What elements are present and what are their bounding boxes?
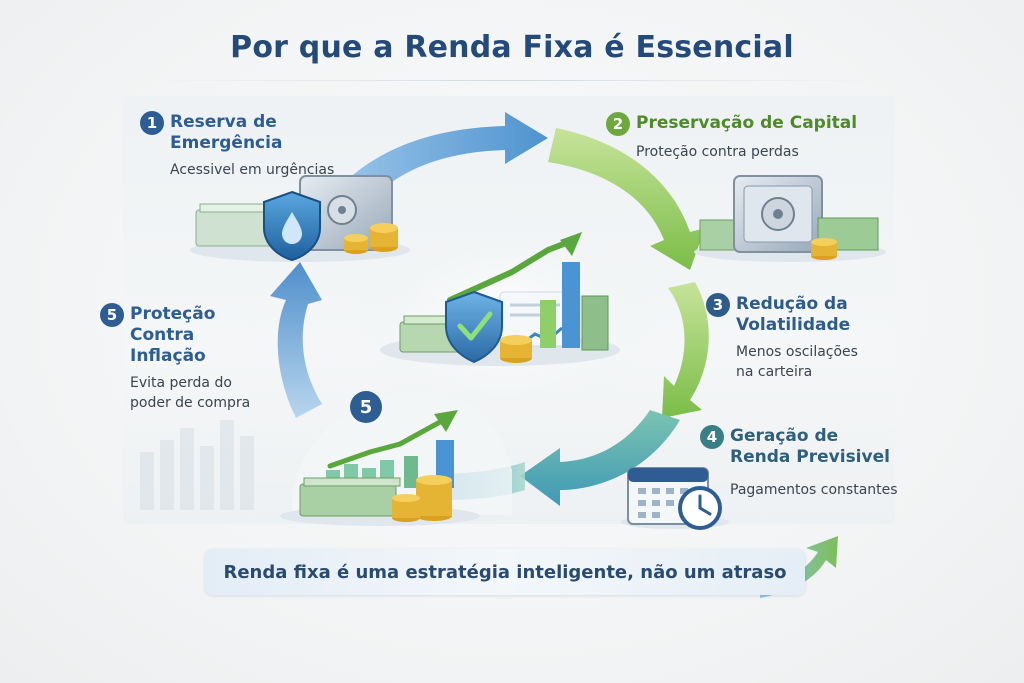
item-title: Redução da Volatilidade (736, 294, 851, 335)
item-description: Pagamentos constantes (730, 482, 898, 498)
cycle-arrow-2-to-3 (548, 128, 705, 270)
item-description: Evita perda do poder de compra (130, 375, 251, 411)
vault-shield-cash-icon (190, 175, 410, 262)
safe-cash-icon (694, 175, 886, 262)
number-badge: 4 (700, 425, 724, 449)
item-geracao-renda: 4 Geração de Renda Previsivel Pagamentos… (700, 425, 910, 500)
cash-coins-growth-icon (280, 392, 512, 526)
calendar-clock-icon (621, 467, 729, 530)
item-title: Geração de Renda Previsivel (730, 426, 890, 467)
item-reducao-volatilidade: 3 Redução da Volatilidade Menos oscilaçõ… (706, 293, 876, 382)
shield-check-chart-icon (380, 232, 620, 366)
banner-text: Renda fixa é uma estratégia inteligente,… (223, 561, 787, 583)
item-description: Acessivel em urgências (170, 162, 335, 178)
background-bars (140, 420, 254, 510)
bottom-number-badge: 5 (350, 391, 382, 423)
item-protecao-inflacao: 5 Proteção Contra Inflação Evita perda d… (100, 303, 270, 413)
cycle-arrow-3-to-4 (662, 282, 709, 418)
number-badge: 3 (706, 293, 730, 317)
title-divider (150, 80, 874, 81)
cycle-arrow-5-to-1 (270, 262, 322, 418)
number-badge: 5 (100, 303, 124, 327)
item-reserva-emergencia: 1 Reserva de Emergência Acessivel em urg… (140, 111, 380, 180)
item-title: Proteção Contra Inflação (130, 304, 216, 366)
item-description: Proteção contra perdas (636, 144, 799, 160)
bottom-banner: Renda fixa é uma estratégia inteligente,… (205, 549, 805, 595)
number-badge: 2 (606, 112, 630, 136)
item-preservacao-capital: 2 Preservação de Capital Proteção contra… (606, 112, 866, 162)
item-title: Preservação de Capital (636, 113, 858, 133)
item-description: Menos oscilações na carteira (736, 344, 858, 380)
page-title: Por que a Renda Fixa é Essencial (230, 30, 794, 65)
number-badge: 1 (140, 111, 164, 135)
item-title: Reserva de Emergência (170, 112, 283, 153)
